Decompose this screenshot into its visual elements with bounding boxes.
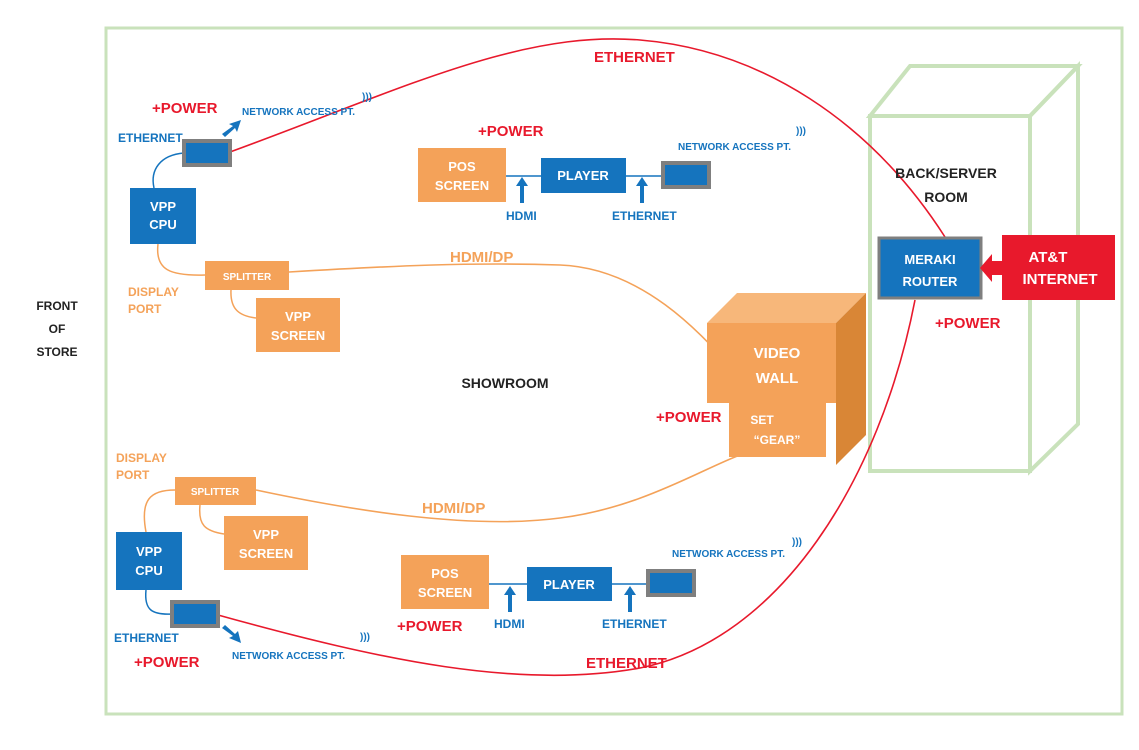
display-port-bottom-line-2: PORT xyxy=(116,468,150,482)
pos-screen-bottom-box xyxy=(401,555,489,609)
vpp-screen-top-line-1: VPP xyxy=(285,309,311,324)
splitter-bottom-label: SPLITTER xyxy=(191,487,240,498)
vpp-screen-bottom-line-2: SCREEN xyxy=(239,546,293,561)
pos-screen-bottom-line-1: POS xyxy=(431,566,459,581)
att-internet-line-1: AT&T xyxy=(1029,249,1068,266)
vpp-cpu-bottom-line-1: VPP xyxy=(136,544,162,559)
power-bottom-cpu-label: +POWER xyxy=(134,654,200,671)
cpu-ethernet-top xyxy=(152,152,185,189)
pos-screen-top-line-1: POS xyxy=(448,159,476,174)
vpp-screen-bottom-box xyxy=(224,516,308,570)
network-access-arrow-icon xyxy=(222,120,241,643)
player-top-box xyxy=(541,158,626,193)
video-wall xyxy=(707,293,866,465)
vpp-cpu-bottom-line-2: CPU xyxy=(135,563,162,578)
network-access-bottom-right-label: NETWORK ACCESS PT. xyxy=(672,549,785,560)
hdmi-dp-bottom-label: HDMI/DP xyxy=(422,500,485,517)
display-port-bottom-line-1: DISPLAY xyxy=(116,451,167,465)
meraki-router-line-2: ROUTER xyxy=(903,274,959,289)
access-point-monitor xyxy=(170,139,711,628)
player-top-label: PLAYER xyxy=(557,168,609,183)
cpu-ethernet-bottom xyxy=(144,589,173,615)
power-video-wall-label: +POWER xyxy=(656,409,722,426)
vpp-cpu-top-line-2: CPU xyxy=(149,217,176,232)
splitter-screen-bottom xyxy=(198,504,225,535)
pos-screen-top-line-2: SCREEN xyxy=(435,178,489,193)
server-room-label-line-2: ROOM xyxy=(924,189,968,205)
power-bottom-pos-label: +POWER xyxy=(397,618,463,635)
showroom-label: SHOWROOM xyxy=(461,375,548,391)
wifi-bottom-left-icon: ))) xyxy=(360,632,370,643)
video-wall-line-1: VIDEO xyxy=(754,345,801,362)
network-access-top-left-label: NETWORK ACCESS PT. xyxy=(242,107,355,118)
power-top-pos-label: +POWER xyxy=(478,123,544,140)
meraki-router-line-1: MERAKI xyxy=(904,252,955,267)
ethernet-cable-bottom xyxy=(217,299,916,677)
splitter-bottom-box xyxy=(175,477,256,505)
display-port-top-line-2: PORT xyxy=(128,302,162,316)
ethernet-bottom-label: ETHERNET xyxy=(586,655,667,672)
front-of-store-line-2: OF xyxy=(49,322,66,336)
display-port-top-line-1: DISPLAY xyxy=(128,285,179,299)
video-wall-line-2: WALL xyxy=(756,370,799,387)
ethernet-top-label: ETHERNET xyxy=(594,49,675,66)
ethernet-top-cpu-label: ETHERNET xyxy=(118,131,183,145)
hdmi-cable-bottom xyxy=(255,454,741,523)
wifi-bottom-right-icon: ))) xyxy=(792,537,802,548)
ethernet-cable-top xyxy=(229,38,946,238)
front-of-store-line-3: STORE xyxy=(36,345,77,359)
ethernet-bottom-cpu-label: ETHERNET xyxy=(114,631,179,645)
splitter-top-label: SPLITTER xyxy=(223,272,272,283)
vpp-screen-top-line-2: SCREEN xyxy=(271,328,325,343)
set-gear-line-1: SET xyxy=(750,413,774,427)
hdmi-cable-top xyxy=(288,263,741,379)
store-outline xyxy=(104,26,1124,716)
att-internet-line-2: INTERNET xyxy=(1023,271,1098,288)
hdmi-bottom-label: HDMI xyxy=(494,617,525,631)
pos-screen-bottom-line-2: SCREEN xyxy=(418,585,472,600)
player-bottom-box xyxy=(527,567,612,601)
vpp-screen-top-box xyxy=(256,298,340,352)
vpp-screen-bottom-line-1: VPP xyxy=(253,527,279,542)
up-arrow-icon xyxy=(504,177,648,612)
power-router-label: +POWER xyxy=(935,315,1001,332)
power-top-cpu-label: +POWER xyxy=(152,100,218,117)
splitter-top-box xyxy=(205,261,289,290)
att-internet-box xyxy=(1002,235,1115,300)
front-of-store-line-1: FRONT xyxy=(36,299,78,313)
hdmi-top-label: HDMI xyxy=(506,209,537,223)
red-arrow-icon xyxy=(980,254,1002,282)
vpp-cpu-bottom-box xyxy=(116,532,182,590)
server-room-label-line-1: BACK/SERVER xyxy=(895,165,997,181)
player-bottom-label: PLAYER xyxy=(543,577,595,592)
ethernet-top-player-label: ETHERNET xyxy=(612,209,677,223)
network-access-top-right-label: NETWORK ACCESS PT. xyxy=(678,142,791,153)
wifi-top-right-icon: ))) xyxy=(796,126,806,137)
vpp-cpu-top-line-1: VPP xyxy=(150,199,176,214)
ethernet-bottom-player-label: ETHERNET xyxy=(602,617,667,631)
hdmi-dp-top-label: HDMI/DP xyxy=(450,249,513,266)
displayport-top xyxy=(156,243,206,276)
vpp-cpu-top-box xyxy=(130,188,196,244)
displayport-bottom xyxy=(143,489,176,533)
splitter-screen-top xyxy=(230,289,257,319)
meraki-router-box xyxy=(877,236,983,300)
set-gear-line-2: “GEAR” xyxy=(754,433,801,447)
pos-screen-top-box xyxy=(418,148,506,202)
network-access-bottom-left-label: NETWORK ACCESS PT. xyxy=(232,651,345,662)
wifi-top-left-icon: ))) xyxy=(362,92,372,103)
